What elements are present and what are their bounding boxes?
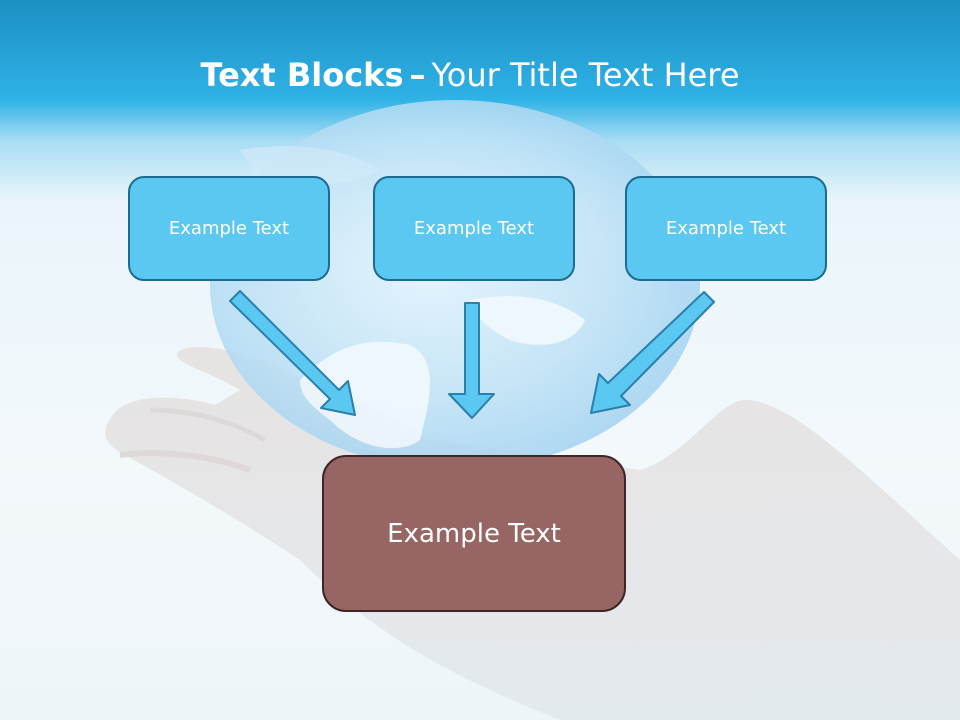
text-box-1: Example Text [128, 176, 330, 281]
text-box-2: Example Text [373, 176, 575, 281]
text-box-3: Example Text [625, 176, 827, 281]
title-rest: Your Title Text Here [431, 56, 740, 94]
page-title: Text Blocks–Your Title Text Here [0, 52, 940, 98]
text-box-3-label: Example Text [665, 218, 787, 239]
text-box-1-label: Example Text [168, 218, 290, 239]
arrow-center [448, 302, 495, 419]
title-separator: – [409, 56, 426, 94]
title-strong: Text Blocks [200, 56, 404, 94]
globe-shape [210, 100, 700, 470]
text-box-main: Example Text [322, 455, 626, 612]
text-box-2-label: Example Text [413, 218, 535, 239]
text-box-main-label: Example Text [387, 518, 561, 549]
arrow-right [590, 291, 715, 414]
arrow-left [229, 290, 356, 416]
